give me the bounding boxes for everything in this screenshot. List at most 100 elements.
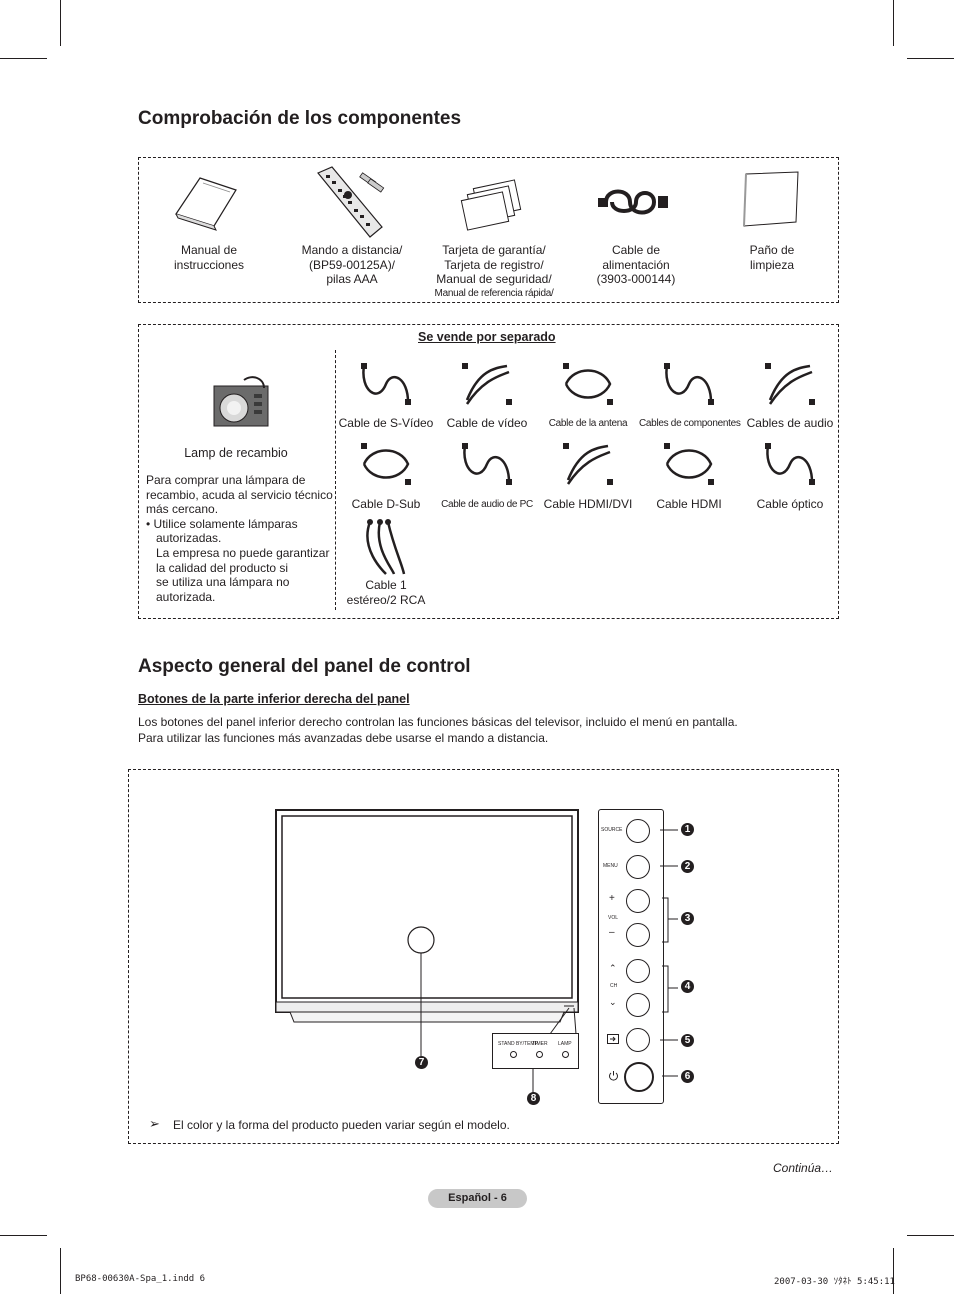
included-items-box xyxy=(138,157,839,303)
power-icon xyxy=(609,1071,618,1081)
caption-line: pilas AAA xyxy=(326,272,378,286)
remote-control-icon xyxy=(317,166,385,238)
continues-label: Continúa… xyxy=(773,1161,834,1175)
caption-line: estéreo/2 RCA xyxy=(346,592,426,607)
caption-line: Cable de xyxy=(611,243,661,257)
panel-description: Los botones del panel inferior derecho c… xyxy=(138,715,738,746)
callout-5: 5 xyxy=(681,1034,694,1047)
vol-up-button[interactable] xyxy=(626,889,650,913)
sold-separately-box xyxy=(138,324,839,619)
crop-mark xyxy=(907,58,954,59)
item-caption-cards: Tarjeta de garantía/ Tarjeta de registro… xyxy=(424,243,564,301)
cable-icon xyxy=(462,443,512,485)
stereo-cable-icon xyxy=(366,519,406,575)
cable-icon xyxy=(664,363,714,405)
description-line: Para utilizar las funciones más avanzada… xyxy=(138,730,549,745)
cable-label: Cable D-Sub xyxy=(351,497,421,511)
enter-icon xyxy=(607,1034,619,1044)
cable-icon xyxy=(361,363,411,405)
source-button[interactable] xyxy=(626,819,650,843)
section-title-control-panel: Aspecto general del panel de control xyxy=(138,656,471,677)
item-caption-manual: Manual de instrucciones xyxy=(159,243,259,272)
timer-led-icon xyxy=(536,1051,543,1058)
caption-line: Cable 1 xyxy=(365,578,407,592)
lamp-text-line: La empresa no puede garantizar xyxy=(156,545,330,560)
item-caption-power-cord: Cable de alimentación (3903-000144) xyxy=(586,243,686,287)
cable-label: Cable HDMI xyxy=(656,497,722,511)
cable-label: Cable de S-Vídeo xyxy=(338,416,434,430)
caption-line: Manual de seguridad/ xyxy=(436,272,552,286)
lamp-text-line: se utiliza una lámpara no xyxy=(156,575,290,590)
cable-icon xyxy=(664,443,714,485)
lamp-text-line: Para comprar una lámpara de xyxy=(146,473,306,487)
replacement-lamp-icon xyxy=(213,376,269,427)
ch-label: CH xyxy=(610,983,618,989)
crop-mark xyxy=(893,0,894,46)
sold-separately-divider xyxy=(335,350,336,610)
menu-button[interactable] xyxy=(626,855,650,879)
power-button[interactable] xyxy=(624,1062,654,1092)
cable-icon xyxy=(765,363,815,405)
cable-icon xyxy=(765,443,815,485)
page-number: Español - 6 xyxy=(428,1189,527,1208)
callout-brackets xyxy=(660,829,678,1077)
lamp-led-icon xyxy=(562,1051,569,1058)
caption-line: Tarjeta de registro/ xyxy=(444,257,544,272)
crop-mark xyxy=(60,0,61,46)
cable-label: Cable de audio de PC xyxy=(441,499,533,510)
cable-icon xyxy=(361,443,411,485)
vol-plus-label: + xyxy=(609,893,615,904)
indicator-lamp-label: LAMP xyxy=(558,1041,572,1047)
caption-line: Manual de referencia rápida/ xyxy=(434,287,554,299)
caption-line: Mando a distancia/ xyxy=(301,243,403,257)
callout-7: 7 xyxy=(415,1056,428,1069)
lamp-label: Lamp de recambio xyxy=(184,446,288,460)
crop-mark xyxy=(60,1248,61,1294)
note-arrow-icon: ➢ xyxy=(149,1116,160,1131)
enter-button[interactable] xyxy=(626,1028,650,1052)
cable-label: Cable de la antena xyxy=(548,418,628,429)
lamp-text-line: • Utilice solamente lámparas xyxy=(146,516,298,531)
cable-icon xyxy=(563,363,613,405)
crop-mark xyxy=(893,1248,894,1294)
ch-up-button[interactable] xyxy=(626,959,650,983)
crop-mark xyxy=(0,58,47,59)
ch-down-button[interactable] xyxy=(626,993,650,1017)
tv-front-illustration xyxy=(275,809,579,1096)
callout-4: 4 xyxy=(681,980,694,993)
lamp-text-line: más cercano. xyxy=(146,502,219,517)
vol-label: VOL xyxy=(608,915,619,921)
slug-right: 2007-03-30 ｿﾀﾈﾄ 5:45:11 xyxy=(774,1277,895,1287)
cable-icon xyxy=(563,443,613,485)
lamp-text-line: autorizadas. xyxy=(156,531,222,546)
caption-line: (BP59-00125A)/ xyxy=(308,257,396,272)
lamp-text-line: la calidad del producto si xyxy=(156,560,289,575)
menu-label: MENU xyxy=(603,863,618,869)
crop-mark xyxy=(0,1235,47,1236)
panel-diagram-box xyxy=(128,769,839,1144)
stereo-cable-label: Cable 1 estéreo/2 RCA xyxy=(336,578,436,607)
callout-2: 2 xyxy=(681,860,694,873)
cable-label: Cable de vídeo xyxy=(446,416,528,430)
slug-left: BP68-00630A-Spa_1.indd 6 xyxy=(75,1274,206,1284)
cloth-icon xyxy=(743,171,799,227)
panel-subheading: Botones de la parte inferior derecha del… xyxy=(138,692,410,706)
power-cord-icon xyxy=(598,189,668,215)
sold-separately-title: Se vende por separado xyxy=(418,330,556,344)
crop-mark xyxy=(907,1235,954,1236)
lamp-text-line: autorizada. xyxy=(156,589,216,604)
caption-line: (3903-000144) xyxy=(596,272,676,286)
standby-led-icon xyxy=(510,1051,517,1058)
cable-label: Cable óptico xyxy=(756,497,824,511)
lamp-purchase-text: Para comprar una lámpara de recambio, ac… xyxy=(146,473,333,604)
indicator-standby-label: STAND BY/TEMP xyxy=(498,1041,538,1047)
caption-line: alimentación xyxy=(602,257,670,272)
item-caption-remote: Mando a distancia/ (BP59-00125A)/ pilas … xyxy=(292,243,412,287)
panel-note: El color y la forma del producto pueden … xyxy=(173,1118,510,1132)
cable-label: Cables de componentes xyxy=(639,418,741,429)
cable-label: Cables de audio xyxy=(746,416,834,430)
cards-icon xyxy=(460,179,522,231)
vol-down-button[interactable] xyxy=(626,923,650,947)
ch-down-label: ⌄ xyxy=(609,997,617,1007)
source-label: SOURCE xyxy=(601,827,623,833)
